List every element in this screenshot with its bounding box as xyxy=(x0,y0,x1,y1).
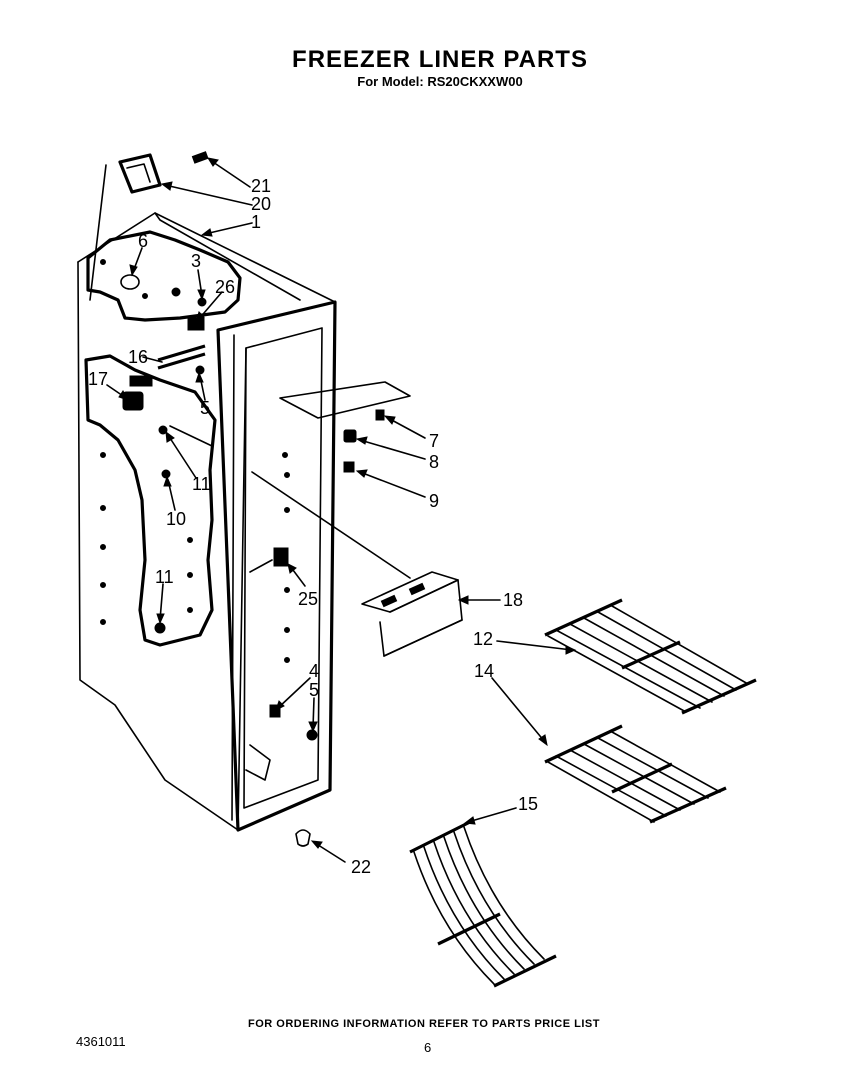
guide-line-18 xyxy=(251,471,411,579)
callout-6: 6 xyxy=(138,231,148,251)
callout-12: 12 xyxy=(473,629,493,649)
control-cluster xyxy=(122,287,213,634)
thermostat-bracket-part-20 xyxy=(89,153,162,301)
page-number: 6 xyxy=(424,1040,432,1055)
callout-7: 7 xyxy=(429,431,439,451)
screw-part-21 xyxy=(191,151,209,164)
callout-25: 25 xyxy=(298,589,318,609)
page-title: FREEZER LINER PARTS xyxy=(292,46,588,73)
callout-22: 22 xyxy=(351,857,371,877)
liner-left-wall-outline xyxy=(84,230,242,647)
plug-part-6 xyxy=(120,274,140,290)
wall-mounting-holes xyxy=(100,259,290,663)
callout-20: 20 xyxy=(251,194,271,214)
model-subtitle: For Model: RS20CKXXW00 xyxy=(357,74,523,89)
document-number: 4361011 xyxy=(76,1034,126,1049)
callout-5-upper: 5 xyxy=(200,398,210,418)
plug-part-22 xyxy=(295,829,311,847)
callout-10: 10 xyxy=(166,509,186,529)
callout-16: 16 xyxy=(128,347,148,367)
callout-3: 3 xyxy=(191,251,201,271)
callout-21: 21 xyxy=(251,176,271,196)
ordering-info-note: FOR ORDERING INFORMATION REFER TO PARTS … xyxy=(248,1018,600,1030)
callout-17: 17 xyxy=(88,369,108,389)
callout-14: 14 xyxy=(474,661,494,681)
callout-15: 15 xyxy=(518,794,538,814)
callout-11-lower: 11 xyxy=(155,567,174,587)
callout-11-upper: 11 xyxy=(192,474,211,494)
wire-shelf-part-12 xyxy=(544,598,757,715)
switch-part-25 xyxy=(273,547,289,567)
wire-shelf-part-14 xyxy=(544,724,727,824)
light-assembly xyxy=(279,381,411,473)
callout-5-lower: 5 xyxy=(309,680,319,700)
callout-18: 18 xyxy=(503,590,523,610)
callout-8: 8 xyxy=(429,452,439,472)
callout-1: 1 xyxy=(251,212,261,232)
leader-lines xyxy=(106,157,577,863)
shelf-bracket-part-18 xyxy=(361,571,463,657)
callout-9: 9 xyxy=(429,491,439,511)
callout-26: 26 xyxy=(215,277,235,297)
wire-basket-part-15 xyxy=(409,820,557,988)
callout-4: 4 xyxy=(309,661,319,681)
freezer-liner-body xyxy=(77,212,337,832)
lower-bracket-parts-4-5 xyxy=(269,704,318,741)
